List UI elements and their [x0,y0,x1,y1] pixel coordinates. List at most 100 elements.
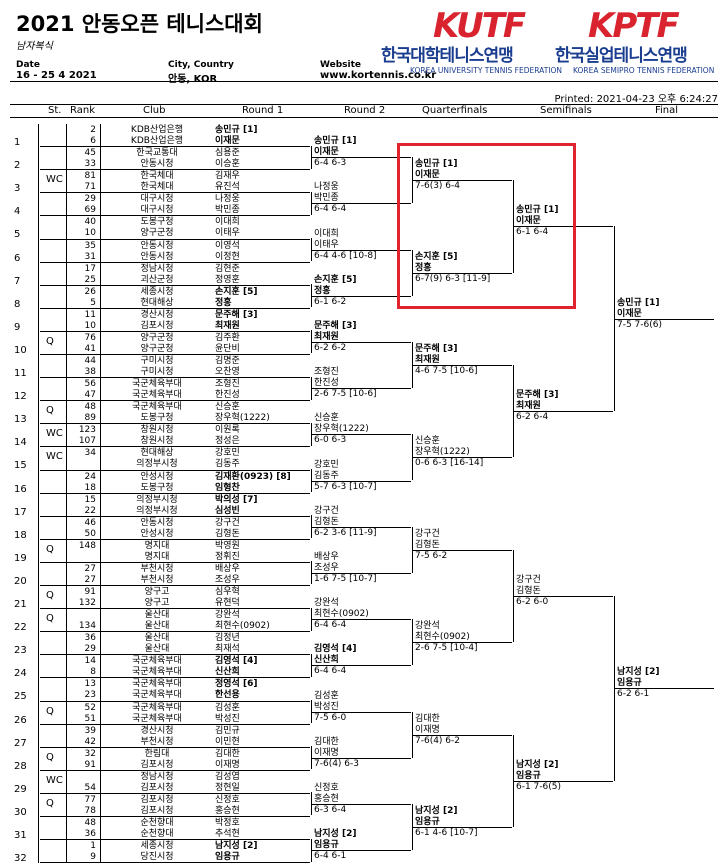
entry-club: 도봉구청 [140,217,174,228]
entry-club: 한국체대 [140,171,174,182]
entry-club: 김포시청 [140,805,174,816]
entry-player: 김민규 [215,725,240,736]
qf-score: 7-6(4) 6-2 [415,735,461,746]
r2-connector [311,145,312,169]
r2-line [311,388,411,390]
entry-rank: 81 [84,171,96,182]
entry-rank: 50 [84,528,96,539]
entry-player: 임형찬 [215,482,240,493]
qf-player: 최재원 [415,355,440,365]
r2-connector [311,838,312,862]
entry-player: 정현일 [215,782,240,793]
entry-club: 안성시청 [140,471,174,482]
r2-player: 장우혁(1222) [314,424,369,435]
sf-line [513,226,613,228]
entry-rank: 2 [90,125,96,135]
row-divider [40,492,310,494]
entry-rank: 27 [84,563,96,574]
qf-line [412,827,512,828]
sf-player: 송민규 [1] [516,205,559,216]
entry-club: 국군체육부대 [132,702,182,713]
entry-rank: 77 [84,794,96,805]
draw-number: 26 [14,714,27,726]
entry-rank: 54 [84,782,96,793]
entry-player: 김성훈 [215,702,240,713]
draw-number: 30 [14,806,27,818]
column-header-top-rule [10,104,718,105]
entry-club: 구미시청 [140,356,174,366]
entry-rank: 17 [84,263,96,274]
qf-score: 7-6(3) 6-4 [415,181,461,192]
qf-connector [412,249,413,296]
col-quarterfinals: Quarterfinals [422,105,488,116]
entry-rank: 46 [84,517,96,528]
qf-player: 강완석 [415,621,440,632]
header-divider [10,81,718,82]
entry-player: 배상우 [215,563,240,574]
website-value[interactable]: www.kortennis.co.kr [320,70,437,81]
sf-player: 남지성 [2] [516,759,559,770]
entry-club: 명지대 [144,551,170,562]
qf-score: 4-6 7-5 [10-6] [415,366,478,376]
row-divider [40,792,310,794]
sf-line [513,596,613,597]
draw-number: 10 [14,344,27,356]
column-header-bottom-rule [10,117,718,118]
r2-connector [311,468,312,493]
entry-rank: 29 [84,644,96,655]
draw-number: 13 [14,414,27,426]
entry-player: 박성진 [215,713,240,724]
entry-club: 정남시청 [140,263,174,274]
r2-player: 김대한 [314,736,339,747]
f-line [614,318,714,320]
r2-player: 조형진 [314,367,339,378]
entry-player: 장우혁(1222) [215,413,270,424]
r2-player: 김형돈 [314,516,339,527]
r2-score: 7-5 6-0 [314,712,347,723]
entry-rank: 48 [84,818,96,828]
qf-score: 2-6 7-5 [10-4] [415,643,478,654]
entry-rank: 45 [84,148,96,159]
entry-club: 울산대 [144,633,170,644]
kutf-logo-name: 한국대학테니스연맹 [381,46,514,66]
row-divider [40,654,310,656]
f-score: 7-5 7-6(6) [617,319,663,330]
entry-rank: 5 [90,297,96,308]
row-divider [40,284,310,286]
entry-player: 이대희 [215,217,240,228]
draw-number: 3 [14,183,21,195]
r2-score: 6-2 6-2 [314,342,347,353]
r2-connector [311,330,312,354]
draw-number: 5 [14,229,21,241]
row-divider [40,862,310,864]
row-divider [40,330,310,332]
r2-score: 6-0 6-3 [314,435,347,446]
r2-player: 강구건 [314,505,339,516]
entry-rank: 71 [84,182,96,193]
entry-player: 홍승현 [215,805,240,816]
entry-status: Q [46,751,54,763]
r2-connector [311,191,312,215]
entry-rank: 148 [78,540,96,551]
entry-rank: 26 [84,286,96,297]
r2-player: 이재문 [314,147,339,158]
entry-player: 정성은 [215,436,240,447]
sf-connector [513,734,514,827]
r2-connector [311,237,312,262]
row-divider [40,215,310,217]
entry-status: Q [46,705,54,717]
row-divider [40,192,310,194]
r2-line [311,665,411,667]
r2-player: 신산희 [314,655,339,666]
entry-club: 도봉구청 [140,413,174,424]
entry-rank: 47 [84,390,96,401]
entry-player: 이태우 [215,228,240,239]
entry-club: 경산시청 [140,725,174,736]
r2-score: 6-4 6-3 [314,158,347,169]
entry-rank: 39 [84,725,96,736]
entry-rank: 91 [84,759,96,770]
entry-player: 박정호 [215,818,240,828]
entry-player: 최재석 [215,644,240,655]
qf-connector [412,526,413,573]
entry-rank: 9 [90,852,96,863]
